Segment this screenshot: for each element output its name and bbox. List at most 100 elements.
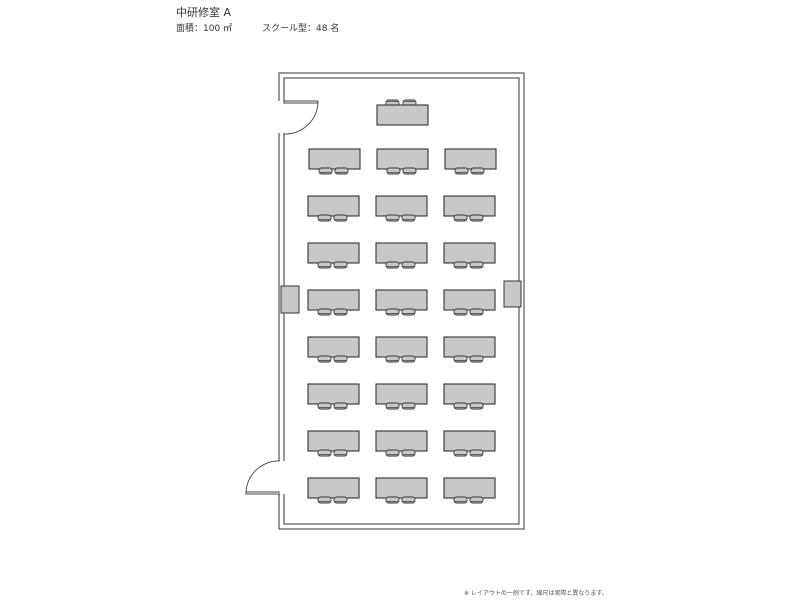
door-swing-bottom (245, 460, 281, 493)
desk-top (443, 195, 496, 217)
pillar-right (503, 280, 522, 308)
desk-top (375, 242, 428, 264)
desk-top (376, 148, 429, 170)
chair (386, 167, 401, 175)
chair (317, 449, 332, 457)
student-desk (443, 195, 496, 222)
student-desk (443, 383, 496, 410)
chair (317, 355, 332, 363)
chair (454, 167, 469, 175)
student-desk (443, 242, 496, 269)
desk-top (308, 148, 361, 170)
chair (333, 496, 348, 504)
desk-top (443, 430, 496, 452)
student-desk (443, 430, 496, 457)
chair (401, 402, 416, 410)
student-desk (307, 195, 360, 222)
chair (333, 449, 348, 457)
outer-wall (278, 72, 525, 530)
door-leaf-top (283, 100, 319, 104)
chair (333, 308, 348, 316)
chair (401, 449, 416, 457)
chair (469, 402, 484, 410)
desk-top (443, 383, 496, 405)
desk-top (443, 289, 496, 311)
desk-top (375, 195, 428, 217)
chair (401, 355, 416, 363)
student-desk (375, 477, 428, 504)
chair (453, 261, 468, 269)
chair (401, 261, 416, 269)
chair (317, 402, 332, 410)
desk-top (376, 104, 429, 126)
student-desk (307, 383, 360, 410)
chair (453, 308, 468, 316)
desk-top (307, 336, 360, 358)
student-desk (307, 336, 360, 363)
chair (318, 167, 333, 175)
chair (385, 355, 400, 363)
chair (333, 261, 348, 269)
chair (453, 449, 468, 457)
student-desk (307, 477, 360, 504)
student-desk (375, 430, 428, 457)
desk-top (307, 289, 360, 311)
door-leaf-bottom (245, 491, 280, 495)
desk-top (375, 336, 428, 358)
chair (453, 214, 468, 222)
student-desk (307, 242, 360, 269)
student-desk (376, 148, 429, 175)
desk-top (307, 477, 360, 499)
student-desk (375, 242, 428, 269)
layout-note: ※ レイアウトの一例です。縮尺は実際と異なります。 (464, 590, 608, 597)
room-name: 中研修室 A (176, 6, 232, 19)
student-desk (443, 477, 496, 504)
chair (385, 261, 400, 269)
door-swing-top (283, 102, 319, 135)
student-desk (307, 289, 360, 316)
desk-top (307, 383, 360, 405)
chair (469, 214, 484, 222)
chair (469, 496, 484, 504)
chair (385, 308, 400, 316)
desk-top (444, 148, 497, 170)
desk-top (443, 242, 496, 264)
pillar-left (280, 285, 300, 314)
chair (334, 167, 349, 175)
chair (469, 308, 484, 316)
chair (317, 496, 332, 504)
room-area: 面積：100 ㎡ (176, 24, 233, 34)
chair (385, 496, 400, 504)
chair (333, 214, 348, 222)
student-desk (443, 336, 496, 363)
chair (333, 355, 348, 363)
chair (385, 402, 400, 410)
student-desk (307, 430, 360, 457)
student-desk (375, 195, 428, 222)
student-desk (308, 148, 361, 175)
chair (385, 214, 400, 222)
chair (453, 496, 468, 504)
student-desk (443, 289, 496, 316)
desk-top (307, 195, 360, 217)
chair (453, 402, 468, 410)
door-gap-top (278, 101, 286, 133)
chair (402, 167, 417, 175)
chair (401, 308, 416, 316)
student-desk (444, 148, 497, 175)
chair (469, 261, 484, 269)
chair (317, 261, 332, 269)
chair (453, 355, 468, 363)
desk-top (375, 430, 428, 452)
student-desk (375, 289, 428, 316)
desk-top (375, 477, 428, 499)
door-gap-bottom (278, 461, 286, 494)
student-desk (375, 336, 428, 363)
chair (469, 355, 484, 363)
chair (469, 449, 484, 457)
desk-top (307, 430, 360, 452)
desk-top (375, 383, 428, 405)
chair (401, 214, 416, 222)
chair (470, 167, 485, 175)
desk-top (443, 336, 496, 358)
